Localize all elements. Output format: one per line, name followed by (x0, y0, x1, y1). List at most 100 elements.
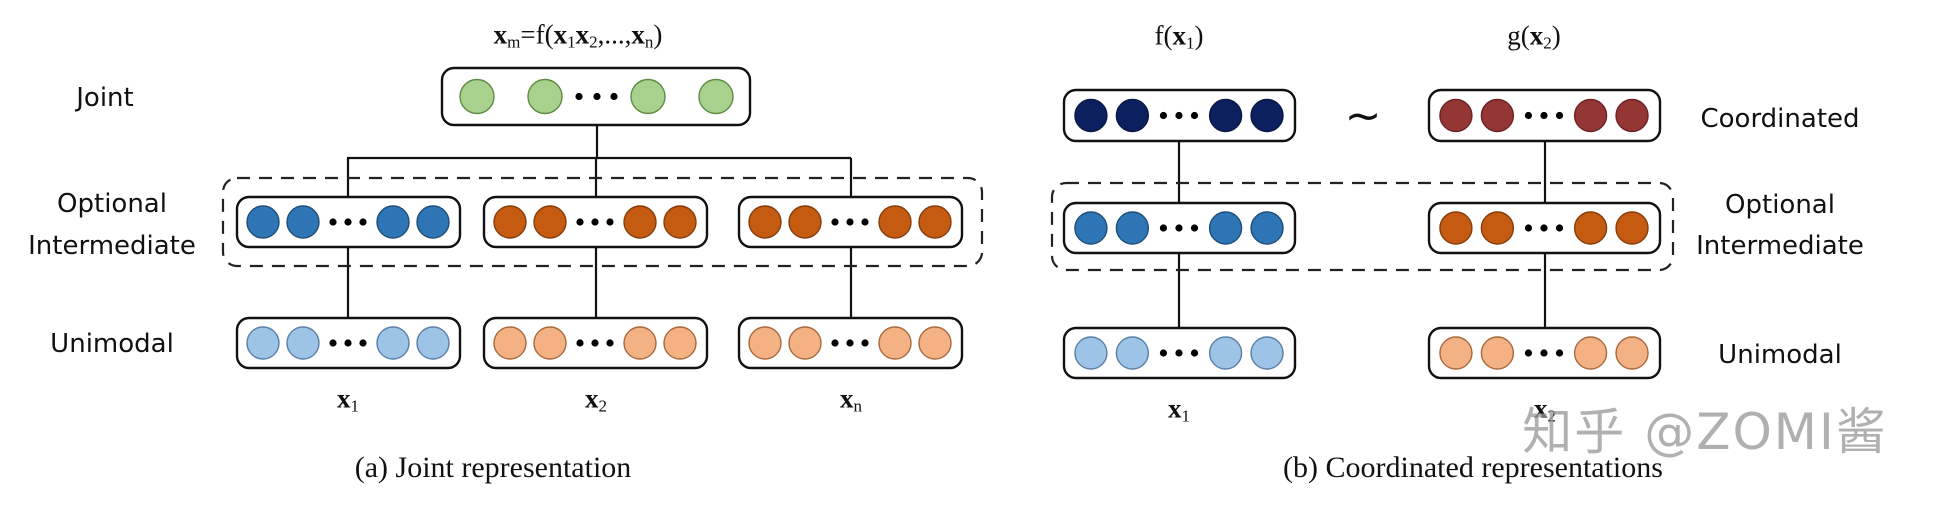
node-circle (623, 326, 657, 360)
node-circle (1115, 98, 1150, 133)
optional-dashed-region (1050, 181, 1675, 272)
ellipsis-dot (359, 339, 367, 347)
node-circle (527, 78, 563, 115)
ellipsis-dot (576, 218, 584, 226)
node-circle (788, 326, 822, 360)
unimodal-layer (1427, 326, 1662, 380)
formula-sub: 2 (589, 32, 598, 52)
unimodal-layer (737, 316, 964, 370)
node-circle (1074, 336, 1108, 370)
node-circle (493, 326, 527, 360)
node-circle (1480, 336, 1515, 370)
caption-joint-representation: (a) Joint representation (354, 451, 632, 484)
ellipsis-dot (1524, 349, 1533, 357)
node-circle (1250, 211, 1284, 245)
top-label-f-x1: f(x1) (1154, 20, 1204, 53)
ellipsis-dot (831, 218, 839, 226)
ellipsis-dot (344, 339, 352, 347)
node-circle (1250, 98, 1284, 133)
coordinated-layer (1427, 88, 1662, 143)
node-circle (748, 326, 782, 360)
row-label-joint: Joint (76, 83, 134, 113)
node-circle (1480, 98, 1515, 133)
unimodal-layer (235, 316, 462, 370)
node-circle (1573, 211, 1608, 245)
node-circle (878, 205, 912, 239)
node-circle (1115, 336, 1150, 370)
node-circle (1480, 211, 1515, 245)
ellipsis-dot (1555, 349, 1564, 357)
node-circle (1439, 336, 1473, 370)
ellipsis-dot (846, 218, 854, 226)
formula-var: x (553, 19, 568, 50)
ellipsis-dot (591, 339, 599, 347)
node-circle (1573, 98, 1608, 133)
node-circle (663, 205, 697, 239)
ellipsis-dot (1175, 111, 1183, 120)
ellipsis-dot (1190, 224, 1199, 232)
formula-sub: n (644, 32, 654, 52)
node-circle (1208, 211, 1243, 245)
ellipsis-dot (1159, 349, 1168, 357)
top-label-g-x2: g(x2) (1507, 20, 1561, 53)
node-circle (878, 326, 912, 360)
formula-var: x (493, 19, 508, 50)
ellipsis-dot (831, 339, 839, 347)
ellipsis-dot (344, 218, 352, 226)
ellipsis-dot (329, 218, 337, 226)
node-circle (459, 78, 495, 115)
node-circle (376, 326, 410, 360)
node-circle (788, 205, 822, 239)
node-circle (376, 205, 410, 239)
ellipsis-dot (1555, 111, 1564, 120)
ellipsis-dot (1190, 111, 1199, 120)
joint-formula: xm=f(x1x2,...,xn) (494, 20, 663, 53)
node-circle (918, 205, 952, 239)
ellipsis-dot (1555, 224, 1564, 232)
ellipsis-dot (1540, 349, 1548, 357)
ellipsis-dot (861, 218, 869, 226)
ellipsis-dot (1524, 111, 1533, 120)
node-circle (533, 205, 567, 239)
ellipsis-dot (591, 218, 599, 226)
node-circle (748, 205, 782, 239)
node-circle (246, 326, 280, 360)
formula-var: x (631, 19, 645, 50)
ellipsis-dot (1540, 111, 1548, 120)
input-label-b-x1: x1 (1168, 393, 1190, 426)
coordinated-layer (1062, 88, 1297, 143)
intermediate-layer (1062, 201, 1297, 255)
similarity-tilde: ~ (1344, 90, 1382, 142)
formula-sub: 1 (567, 32, 576, 52)
node-circle (1439, 98, 1473, 133)
node-circle (1250, 336, 1284, 370)
row-label-optional: Optional (57, 189, 167, 219)
node-circle (663, 326, 697, 360)
node-circle (1615, 98, 1649, 133)
ellipsis-dot (329, 339, 337, 347)
node-circle (918, 326, 952, 360)
formula-close: ) (653, 19, 663, 50)
intermediate-layer (482, 195, 709, 249)
row-label-unimodal: Unimodal (50, 329, 174, 359)
ellipsis-dot (610, 92, 618, 101)
node-circle (1208, 98, 1243, 133)
intermediate-layer (235, 195, 462, 249)
node-circle (416, 326, 450, 360)
node-circle (416, 205, 450, 239)
node-circle (630, 78, 666, 115)
ellipsis-dot (861, 339, 869, 347)
watermark: 知乎 @ZOMI酱 (1522, 403, 1888, 461)
ellipsis-dot (1190, 349, 1199, 357)
node-circle (1074, 98, 1108, 133)
node-circle (246, 205, 280, 239)
optional-intermediate-regions (221, 176, 1675, 272)
row-label-intermediate: Intermediate (28, 231, 196, 261)
ellipsis-dot (1175, 349, 1183, 357)
node-circle (1074, 211, 1108, 245)
ellipsis-dot (593, 92, 601, 101)
node-circle (1573, 336, 1608, 370)
node-circle (698, 78, 734, 115)
ellipsis-dot (606, 218, 614, 226)
